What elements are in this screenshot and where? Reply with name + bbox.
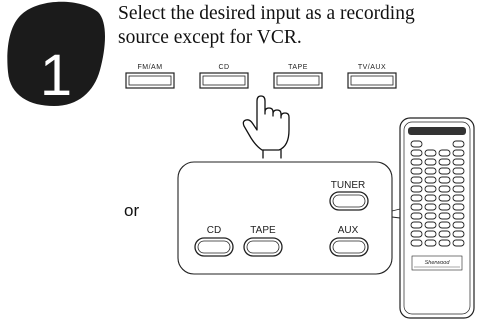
step-instruction: Select the desired input as a recording … (118, 2, 486, 50)
remote-key (410, 221, 423, 229)
remote-key (438, 221, 451, 229)
remote-button-tuner-label: TUNER (331, 180, 365, 191)
remote-button-tape-label: TAPE (250, 225, 276, 236)
remote-key (424, 158, 437, 166)
remote-key (410, 212, 423, 220)
remote-key (424, 176, 437, 184)
remote-key (410, 158, 423, 166)
remote-key (424, 167, 437, 175)
remote-key (438, 158, 451, 166)
remote-key (438, 176, 451, 184)
remote-key (410, 176, 423, 184)
step-number-badge: 1 (7, 1, 105, 108)
remote-key (452, 230, 465, 238)
front-button-tape-label: TAPE (288, 64, 308, 71)
remote-button-cd[interactable]: CD (194, 225, 234, 257)
front-button-fm-am-label: FM/AM (137, 64, 162, 71)
step-number-blob (7, 1, 105, 107)
step-text-line-2: source except for VCR. (118, 27, 302, 48)
remote-key (452, 185, 465, 193)
or-label: or (124, 201, 140, 220)
remote-key (452, 239, 465, 247)
front-button-fm-am[interactable]: FM/AM (125, 64, 175, 89)
remote-button-tuner[interactable]: TUNER (329, 180, 369, 211)
remote-panel-outline (177, 161, 393, 275)
remote-key (452, 212, 465, 220)
remote-button-aux[interactable]: AUX (329, 225, 369, 257)
front-button-tape[interactable]: TAPE (273, 64, 323, 89)
remote-button-cd-label: CD (207, 225, 221, 236)
remote-button-tape[interactable]: TAPE (243, 225, 283, 257)
remote-key (452, 194, 465, 202)
remote-key (438, 149, 451, 157)
remote-control-icon: Sherwood (399, 117, 475, 319)
remote-key (438, 239, 451, 247)
remote-key (424, 194, 437, 202)
front-button-cd-label: CD (218, 64, 229, 71)
remote-key (452, 203, 465, 211)
remote-key (424, 221, 437, 229)
remote-key (410, 167, 423, 175)
remote-key (452, 176, 465, 184)
callout-line (391, 204, 417, 221)
remote-key (410, 140, 423, 148)
remote-button-aux-label: AUX (338, 225, 359, 236)
remote-key (410, 194, 423, 202)
remote-key (438, 185, 451, 193)
remote-key (452, 140, 465, 148)
remote-key (452, 158, 465, 166)
remote-key (438, 194, 451, 202)
remote-key (410, 203, 423, 211)
remote-key (410, 230, 423, 238)
remote-key (424, 239, 437, 247)
remote-brand-label: Sherwood (425, 260, 451, 266)
remote-key (424, 185, 437, 193)
remote-key (438, 230, 451, 238)
remote-key (452, 221, 465, 229)
remote-key (438, 203, 451, 211)
front-button-cd[interactable]: CD (199, 64, 249, 89)
step-number: 1 (40, 43, 72, 108)
remote-key (410, 185, 423, 193)
remote-key (438, 212, 451, 220)
remote-key (452, 167, 465, 175)
front-button-tv-aux[interactable]: TV/AUX (347, 64, 397, 89)
remote-key (410, 149, 423, 157)
pressing-hand-icon (242, 95, 290, 159)
remote-key-grid (410, 140, 465, 247)
remote-key (424, 230, 437, 238)
step-text-line-1: Select the desired input as a recording (118, 3, 415, 24)
remote-key (410, 239, 423, 247)
remote-key (424, 149, 437, 157)
remote-key (424, 212, 437, 220)
front-button-tv-aux-label: TV/AUX (358, 64, 386, 71)
remote-key (424, 203, 437, 211)
remote-key (438, 167, 451, 175)
remote-key (452, 149, 465, 157)
